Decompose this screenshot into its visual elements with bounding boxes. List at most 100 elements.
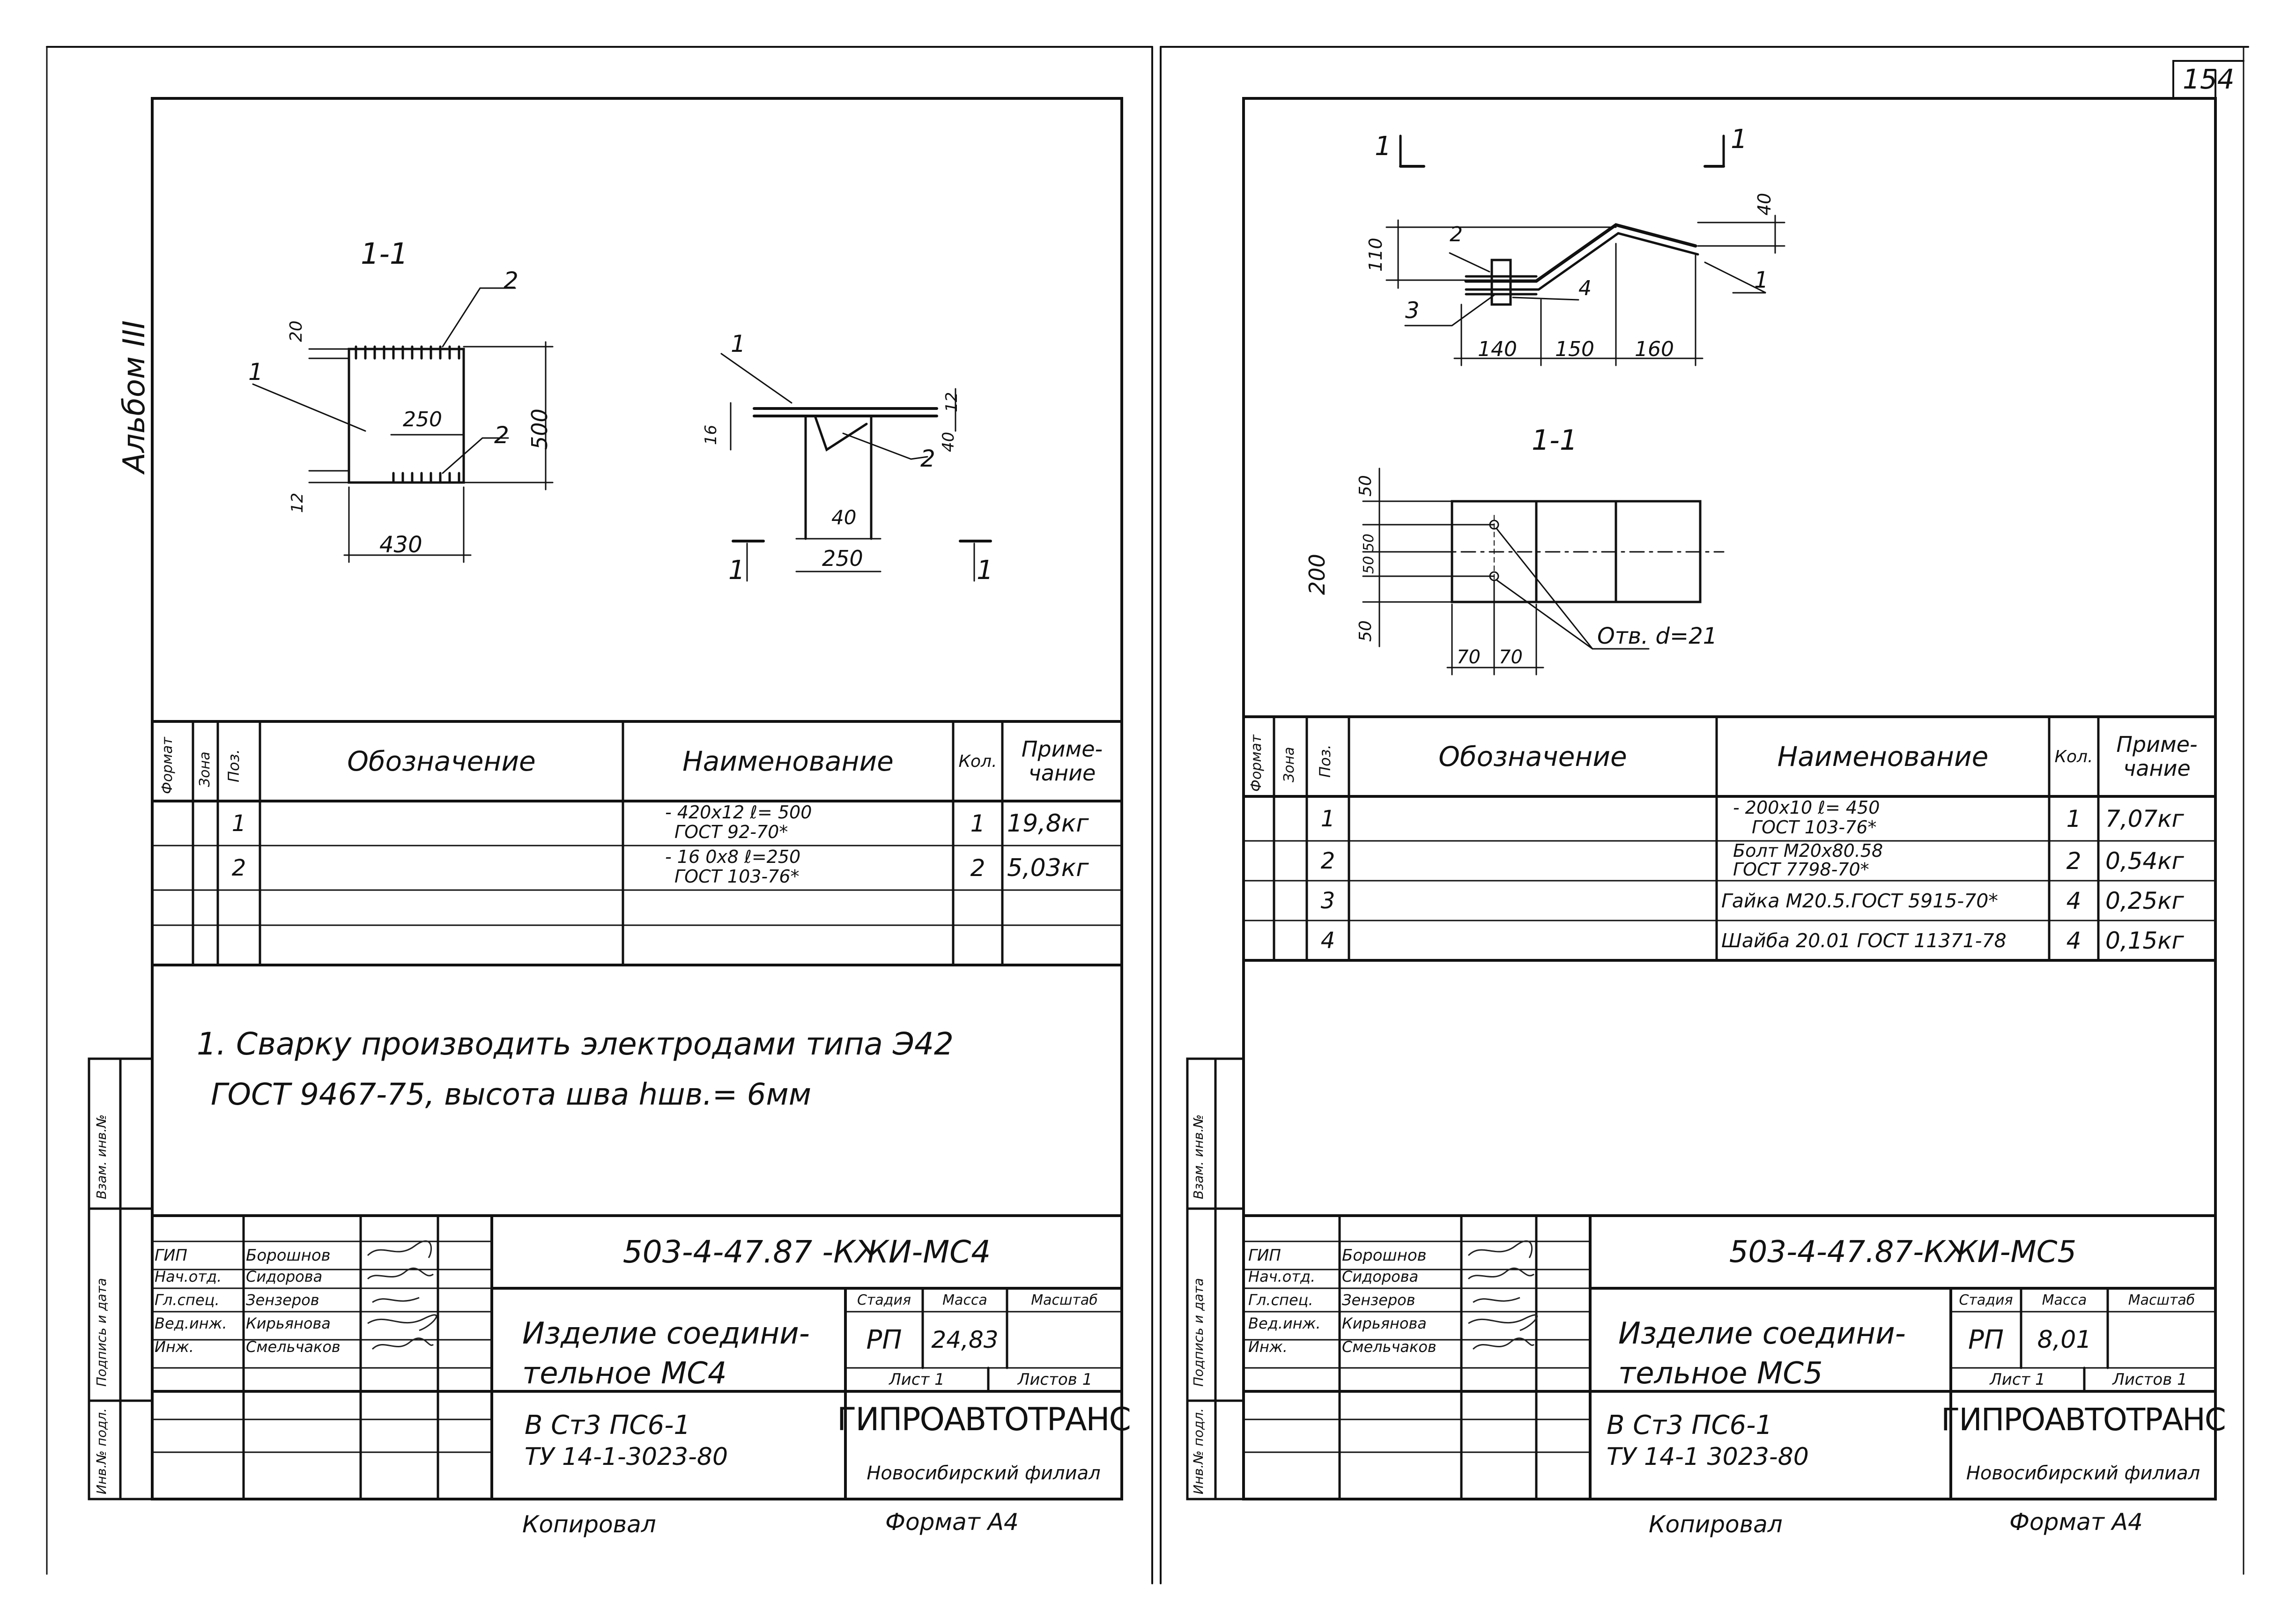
- left-sheet-label: Лист 1: [889, 1370, 945, 1389]
- left-cut-marker-b: 1: [977, 555, 993, 586]
- right-dim-200: 200: [1304, 554, 1330, 595]
- left-mass-label: Масса: [942, 1292, 987, 1308]
- left-role-3: Вед.инж.: [155, 1314, 227, 1332]
- left-format: Формат А4: [885, 1508, 1019, 1536]
- right-row4-pos: 4: [1320, 927, 1335, 954]
- right-row2-name-l1: Болт М20х80.58: [1733, 840, 1883, 861]
- right-row1-name-l1: - 200х10 ℓ= 450: [1733, 797, 1880, 818]
- left-cut-marker-a: 1: [728, 555, 745, 586]
- right-row1-qty: 1: [2066, 805, 2081, 832]
- right-strip-sign-date: Подпись и дата: [1191, 1278, 1206, 1387]
- left-name-1: Сидорова: [246, 1268, 323, 1285]
- left-mass: 24,83: [931, 1326, 999, 1353]
- right-th-designation: Обозначение: [1438, 741, 1627, 772]
- right-row4-name: Шайба 20.01 ГОСТ 11371-78: [1721, 929, 2007, 952]
- left-row1-note: 19,8кг: [1007, 809, 1089, 838]
- left-item-title-l1: Изделие соедини-: [522, 1316, 810, 1351]
- right-callout-2: 2: [1450, 223, 1463, 246]
- right-role-2: Гл.спец.: [1248, 1291, 1313, 1309]
- left-name-2: Зензеров: [246, 1291, 319, 1309]
- left-row1-qty: 1: [970, 809, 985, 837]
- left-th-note: Приме-чание: [1021, 736, 1103, 786]
- right-dim-70b: 70: [1499, 646, 1523, 668]
- left-copied: Копировал: [522, 1511, 656, 1538]
- right-signatures: [1467, 1240, 1538, 1350]
- left-strip-sign-date: Подпись и дата: [94, 1278, 109, 1387]
- left-th-zone: Зона: [197, 751, 213, 787]
- right-row2-note: 0,54кг: [2105, 847, 2184, 875]
- right-th-name: Наименование: [1777, 741, 1989, 772]
- right-row1-note: 7,07кг: [2105, 805, 2184, 832]
- left-role-4: Инж.: [155, 1338, 194, 1356]
- left-section-label: 1-1: [361, 237, 408, 271]
- left-sheets-label: Листов 1: [1017, 1370, 1093, 1389]
- right-row3-note: 0,25кг: [2105, 887, 2184, 914]
- right-sheet-label: Лист 1: [1990, 1370, 2045, 1389]
- left-org-l2: Новосибирский филиал: [867, 1463, 1101, 1484]
- left-dim-40: 40: [831, 506, 857, 529]
- left-strip-vzam-inv: Взам. инв.№: [94, 1114, 109, 1199]
- left-section-callout-1: 1: [731, 330, 746, 357]
- left-row2-pos: 2: [231, 854, 246, 881]
- left-th-qty: Кол.: [958, 751, 997, 771]
- right-name-1: Сидорова: [1342, 1268, 1419, 1285]
- right-role-3: Вед.инж.: [1248, 1314, 1321, 1332]
- right-row1-name-l2: ГОСТ 103-76*: [1752, 817, 1877, 838]
- right-th-qty: Кол.: [2054, 747, 2093, 766]
- right-row2-pos: 2: [1320, 847, 1335, 874]
- right-row4-note: 0,15кг: [2105, 927, 2184, 954]
- left-callout-1: 1: [248, 358, 263, 386]
- right-name-2: Зензеров: [1342, 1291, 1415, 1309]
- right-doc-code: 503-4-47.87-КЖИ-МС5: [1729, 1234, 2077, 1270]
- right-role-0: ГИП: [1248, 1246, 1281, 1265]
- left-org-l1: ГИПРОАВТОТРАНС: [837, 1401, 1131, 1438]
- left-material-l1: В Ст3 ПС6-1: [525, 1410, 691, 1441]
- right-material-l2: ТУ 14-1 3023-80: [1607, 1443, 1809, 1471]
- right-row3-qty: 4: [2066, 887, 2081, 914]
- right-dim-140: 140: [1478, 337, 1517, 361]
- left-dim-40v: 40: [939, 431, 958, 452]
- right-org-l1: ГИПРОАВТОТРАНС: [1941, 1401, 2226, 1438]
- left-th-pos: Поз.: [225, 749, 243, 782]
- right-th-pos: Поз.: [1316, 744, 1334, 778]
- left-dim-430: 430: [379, 532, 422, 558]
- left-role-2: Гл.спец.: [155, 1291, 220, 1309]
- left-dim-250: 250: [403, 408, 442, 431]
- left-stage: РП: [866, 1324, 902, 1355]
- left-role-1: Нач.отд.: [155, 1268, 222, 1285]
- right-callout-1: 1: [1754, 267, 1769, 293]
- left-material-l2: ТУ 14-1-3023-80: [525, 1443, 728, 1471]
- right-copied: Копировал: [1649, 1511, 1783, 1538]
- right-format: Формат А4: [2009, 1508, 2143, 1536]
- right-name-0: Борошнов: [1342, 1246, 1427, 1265]
- right-row3-pos: 3: [1320, 887, 1335, 914]
- right-dim-50a: 50: [1356, 475, 1375, 497]
- left-row2-qty: 2: [970, 854, 985, 882]
- right-row3-name: Гайка М20.5.ГОСТ 5915-70*: [1721, 889, 1998, 912]
- right-cut-marker-b: 1: [1731, 124, 1748, 155]
- left-callout-2b: 2: [494, 422, 509, 449]
- right-name-3: Кирьянова: [1342, 1314, 1427, 1332]
- left-name-3: Кирьянова: [246, 1314, 331, 1332]
- right-mass-label: Масса: [2042, 1292, 2087, 1308]
- left-th-name: Наименование: [682, 745, 894, 777]
- left-section-callout-2: 2: [920, 445, 935, 472]
- right-th-format: Формат: [1248, 735, 1265, 792]
- right-section-label: 1-1: [1532, 424, 1578, 457]
- right-strip-inv-podl: Инв.№ подл.: [1191, 1408, 1206, 1494]
- left-row2-name-l2: ГОСТ 103-76*: [674, 866, 800, 887]
- left-row1-name-l2: ГОСТ 92-70*: [674, 822, 788, 842]
- right-role-1: Нач.отд.: [1248, 1268, 1316, 1285]
- right-callout-3: 3: [1405, 297, 1420, 324]
- left-row2-note: 5,03кг: [1007, 854, 1089, 882]
- right-row1-pos: 1: [1320, 805, 1335, 832]
- right-row2-qty: 2: [2066, 847, 2081, 875]
- right-dim-150: 150: [1555, 337, 1594, 361]
- left-dim-12: 12: [288, 492, 307, 513]
- right-item-title-l1: Изделие соедини-: [1618, 1316, 1906, 1351]
- left-th-designation: Обозначение: [347, 745, 536, 777]
- left-row2-name-l1: - 16 0х8 ℓ=250: [665, 847, 801, 867]
- right-item-title-l2: тельное МС5: [1618, 1356, 1823, 1391]
- left-strip-inv-podl: Инв.№ подл.: [94, 1408, 109, 1494]
